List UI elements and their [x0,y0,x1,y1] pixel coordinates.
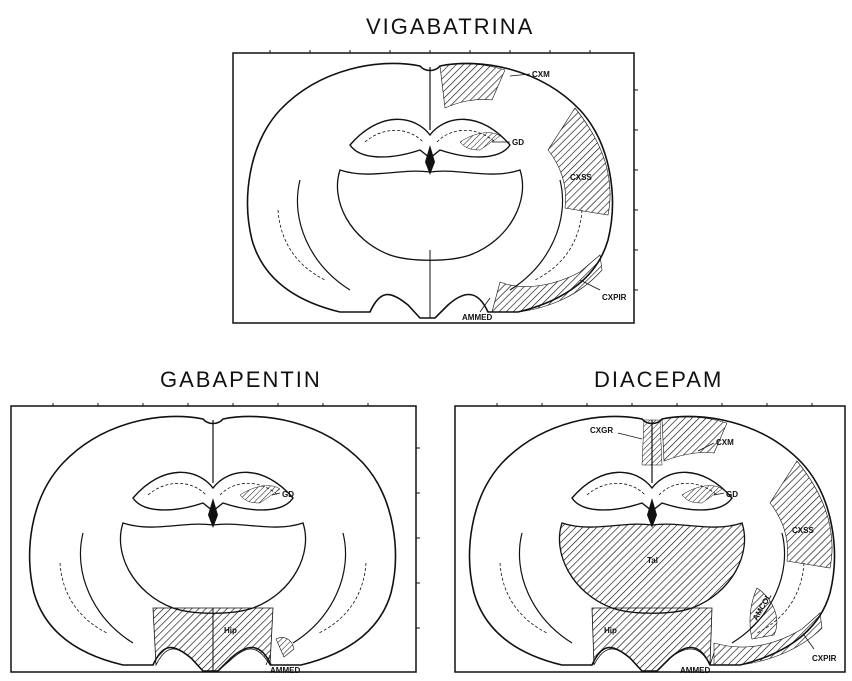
brain-section-diacepam: CXGR CXM GD CXSS Tal AMCOL Hip AMMED CXP… [452,403,850,678]
label-cxpir: CXPIR [602,293,627,302]
label-gd: GD [512,138,524,147]
panel-title-gabapentin: GABAPENTIN [160,367,322,393]
label-gd: GD [282,490,294,499]
label-cxm: CXM [716,438,734,447]
label-ammed: AMMED [680,666,710,675]
panel-title-vigabatrina: VIGABATRINA [366,14,534,40]
label-hip: Hip [224,626,237,635]
label-ammed: AMMED [270,666,300,675]
label-hip: Hip [604,626,617,635]
brain-section-gabapentin: GD Hip AMMED [8,403,423,678]
label-cxpir: CXPIR [812,654,837,663]
region-hip [592,608,712,671]
label-ammed: AMMED [462,313,492,322]
panel-title-diacepam: DIACEPAM [594,367,723,393]
label-cxm: CXM [532,70,550,79]
brain-section-vigabatrina: CXM GD CXSS CXPIR AMMED [230,50,640,330]
label-tal: Tal [647,556,658,565]
label-cxss: CXSS [570,173,592,182]
label-cxss: CXSS [792,526,814,535]
label-cxgr: CXGR [590,426,613,435]
label-gd: GD [726,490,738,499]
